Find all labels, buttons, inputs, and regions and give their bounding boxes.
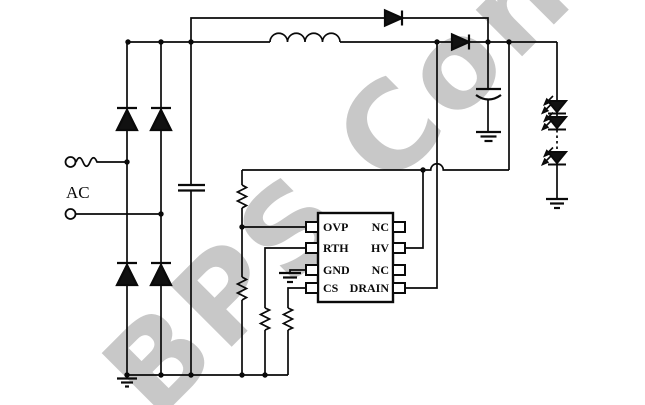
main-ground-symbol bbox=[117, 377, 137, 388]
resistor-r1-ovp-upper bbox=[235, 184, 249, 209]
pin-label-ovp: OVP bbox=[323, 220, 348, 234]
drain-pin-wire bbox=[405, 42, 438, 289]
cs-pin-wire bbox=[287, 287, 306, 375]
bridge-diode-upper-right bbox=[149, 106, 173, 132]
inductor bbox=[269, 32, 341, 43]
diode-d2-freewheel bbox=[450, 32, 472, 52]
pin-box-drain bbox=[392, 282, 406, 294]
output-capacitor bbox=[475, 87, 502, 101]
pin-label-drain: DRAIN bbox=[350, 281, 390, 295]
pin-box-ovp bbox=[305, 221, 319, 233]
pin-label-rth: RTH bbox=[323, 241, 349, 255]
junction-dots bbox=[124, 39, 512, 378]
top-loop-wire bbox=[190, 17, 489, 42]
diode-d1-top bbox=[383, 8, 405, 28]
controller-ic: OVP RTH GND CS NC HV NC DRAIN bbox=[305, 211, 406, 304]
led-ground-symbol bbox=[546, 197, 568, 210]
input-filter-capacitor bbox=[178, 183, 205, 192]
pin-box-nc2 bbox=[392, 264, 406, 276]
wires bbox=[75, 17, 558, 376]
rth-pin-wire bbox=[264, 247, 306, 375]
led-1 bbox=[545, 100, 569, 115]
led-string bbox=[540, 95, 569, 167]
pin-box-gnd bbox=[305, 264, 319, 276]
resistor-r2-ovp-lower bbox=[235, 276, 249, 301]
hv-pin-wire bbox=[405, 170, 424, 249]
pin-box-nc1 bbox=[392, 221, 406, 233]
pin-box-hv bbox=[392, 242, 406, 254]
led-2 bbox=[545, 116, 569, 131]
ic-gnd-ground-symbol bbox=[279, 271, 301, 284]
pin-box-cs bbox=[305, 282, 319, 294]
pin-box-rth bbox=[305, 242, 319, 254]
bridge-diode-lower-right bbox=[149, 261, 173, 287]
resistor-r3-rth bbox=[258, 307, 272, 331]
output-cap-ground-symbol bbox=[476, 130, 501, 143]
bridge-diode-upper-left bbox=[115, 106, 139, 132]
pin-label-nc2: NC bbox=[372, 263, 389, 277]
pin-label-cs: CS bbox=[323, 281, 339, 295]
resistor-r4-cs bbox=[281, 307, 295, 331]
pin-label-gnd: GND bbox=[323, 263, 350, 277]
pin-label-nc1: NC bbox=[372, 220, 389, 234]
pin-label-hv: HV bbox=[371, 241, 389, 255]
ac-terminal-live bbox=[64, 156, 77, 168]
output-sense-line bbox=[242, 162, 509, 171]
fuse-squiggle bbox=[75, 156, 127, 168]
led-emission-arrows bbox=[540, 95, 554, 167]
ac-terminal-neutral bbox=[64, 208, 77, 220]
ac-label: AC bbox=[66, 183, 90, 202]
bridge-diode-lower-left bbox=[115, 261, 139, 287]
ic-body bbox=[316, 211, 395, 304]
led-3 bbox=[545, 151, 569, 166]
